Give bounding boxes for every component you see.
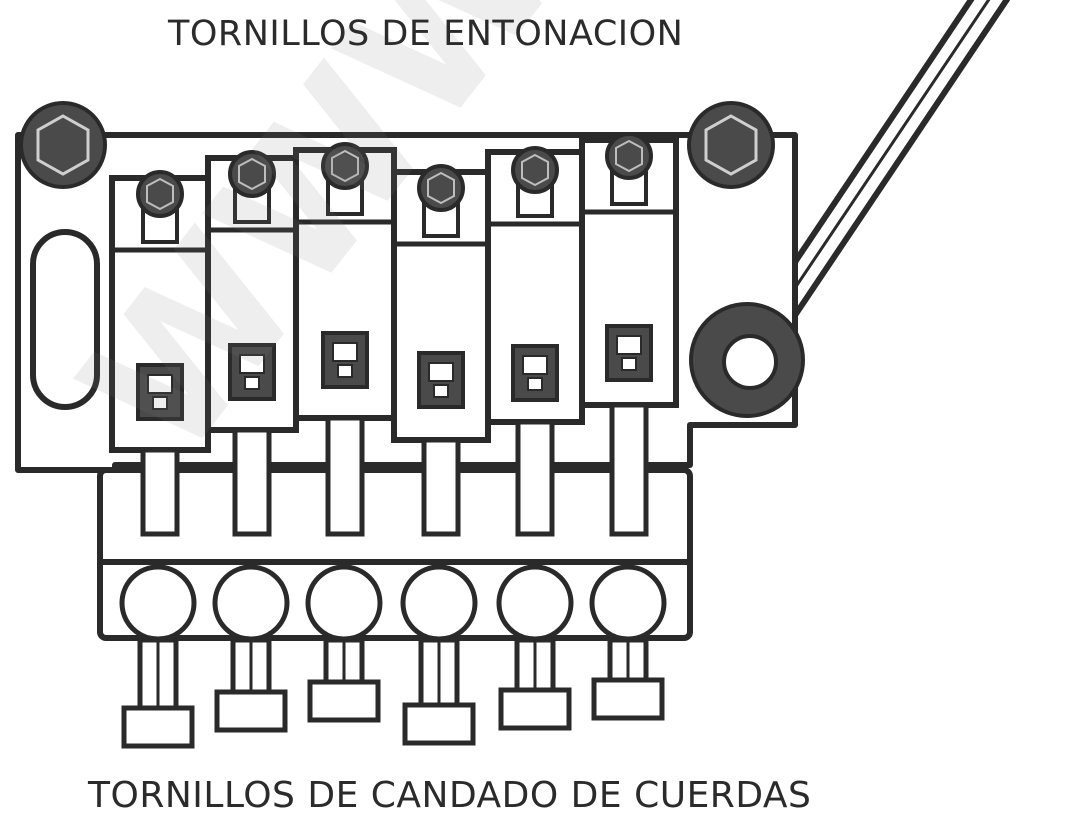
intonation-screw-hex bbox=[331, 149, 359, 183]
saddle-stem bbox=[515, 419, 555, 537]
lock-screw-head bbox=[121, 705, 195, 749]
saddle-stem bbox=[140, 447, 180, 537]
saddle-stem bbox=[609, 402, 649, 537]
intonation-screw-hex bbox=[238, 157, 266, 191]
lock-screw-head bbox=[591, 677, 665, 721]
clamp-window-upper bbox=[332, 342, 358, 362]
string-lock-hole bbox=[119, 564, 197, 642]
lock-screw-head bbox=[307, 679, 381, 723]
string-lock-3 bbox=[305, 564, 383, 723]
saddle-5 bbox=[485, 146, 585, 537]
intonation-screws-label: TORNILLOS DE ENTONACION bbox=[168, 14, 684, 54]
clamp-window-lower bbox=[527, 377, 543, 391]
string-lock-1 bbox=[119, 564, 197, 749]
mounting-slot bbox=[30, 229, 100, 410]
clamp-window-lower bbox=[433, 384, 449, 398]
clamp-window-upper bbox=[147, 374, 173, 394]
pivot-post-right bbox=[687, 101, 775, 189]
lock-screw-head bbox=[402, 702, 476, 746]
intonation-screw-hex bbox=[146, 177, 174, 211]
string-lock-5 bbox=[496, 564, 574, 731]
lock-screw-head bbox=[214, 689, 288, 733]
saddle-stem bbox=[325, 415, 365, 537]
string-lock-6 bbox=[589, 564, 667, 721]
saddle-stem bbox=[421, 437, 461, 537]
intonation-screw-hex bbox=[521, 153, 549, 187]
string-lock-2 bbox=[212, 564, 290, 733]
clamp-window-upper bbox=[428, 362, 454, 382]
clamp-window-lower bbox=[337, 364, 353, 378]
saddle-6 bbox=[579, 132, 679, 537]
string-lock-hole bbox=[305, 564, 383, 642]
clamp-window-upper bbox=[616, 335, 642, 355]
saddle-3 bbox=[293, 142, 397, 537]
string-lock-hole bbox=[212, 564, 290, 642]
clamp-window-lower bbox=[621, 357, 637, 371]
clamp-window-upper bbox=[239, 354, 265, 374]
string-lock-hole bbox=[589, 564, 667, 642]
saddle-2 bbox=[205, 150, 299, 537]
lock-screw-head bbox=[498, 687, 572, 731]
string-lock-screws-label: TORNILLOS DE CANDADO DE CUERDAS bbox=[88, 775, 812, 816]
saddle-stem bbox=[232, 427, 272, 537]
string-lock-hole bbox=[496, 564, 574, 642]
clamp-window-lower bbox=[152, 396, 168, 410]
string-lock-hole bbox=[400, 564, 478, 642]
string-locks-group bbox=[119, 564, 667, 749]
clamp-window-upper bbox=[522, 355, 548, 375]
intonation-screw-hex bbox=[427, 171, 455, 205]
arm-socket bbox=[689, 302, 805, 418]
string-lock-4 bbox=[400, 564, 478, 746]
intonation-screw-hex bbox=[615, 139, 643, 173]
clamp-window-lower bbox=[244, 376, 260, 390]
saddles-group bbox=[109, 132, 679, 537]
pivot-post-left bbox=[19, 101, 107, 189]
